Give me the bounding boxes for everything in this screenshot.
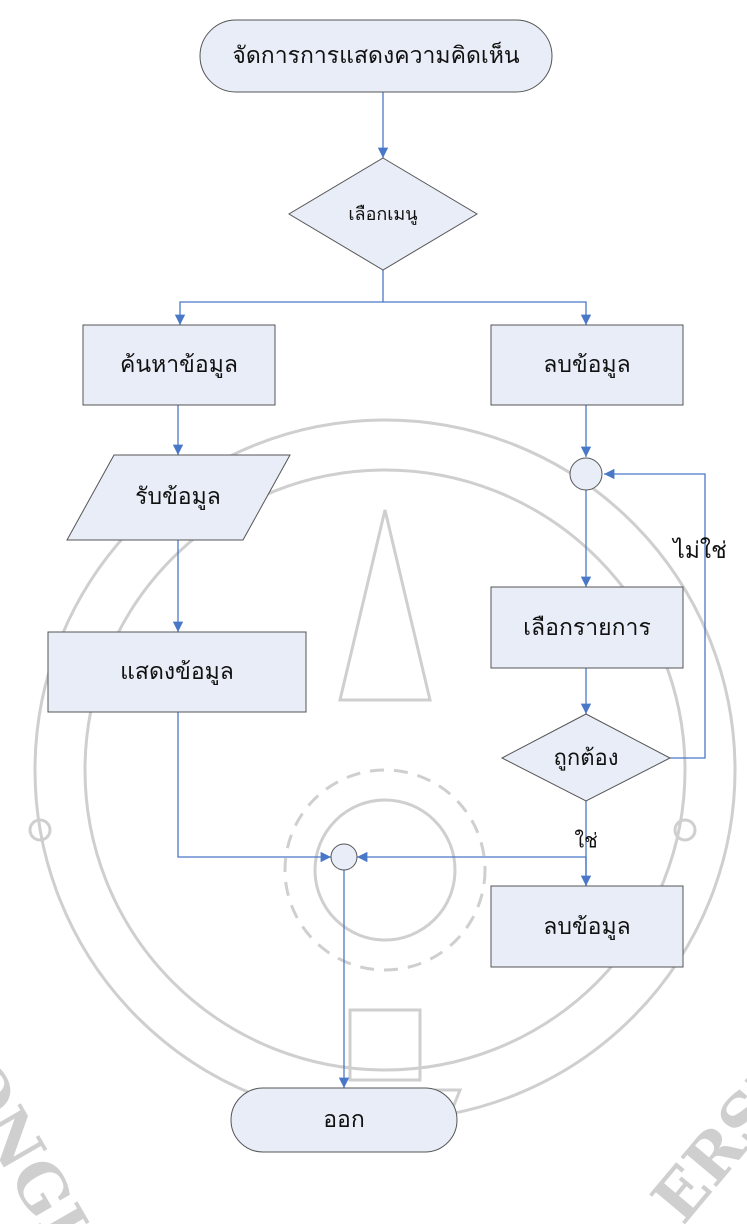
yes-branch-label: ใช่ bbox=[574, 829, 597, 853]
check-decision-label: ถูกต้อง bbox=[554, 746, 619, 771]
menu-decision: เลือกเมนู bbox=[288, 157, 478, 271]
watermark-text-left: SONGK bbox=[0, 1006, 116, 1224]
input-data: รับข้อมูล bbox=[66, 454, 291, 541]
loop-connector bbox=[569, 457, 603, 491]
watermark-text-right: ERSITY bbox=[638, 980, 747, 1224]
merge-connector bbox=[330, 843, 358, 871]
menu-decision-label: เลือกเมนู bbox=[348, 204, 417, 225]
display-label: แสดงข้อมูล bbox=[120, 659, 234, 685]
display-process: แสดงข้อมูล bbox=[47, 631, 307, 713]
start-label: จัดการการแสดงความคิดเห็น bbox=[232, 40, 520, 69]
flow-connectors bbox=[172, 92, 706, 1088]
select-item-label: เลือกรายการ bbox=[523, 615, 651, 641]
delete-process: ลบข้อมูล bbox=[490, 324, 684, 406]
input-label: รับข้อมูล bbox=[135, 484, 221, 510]
end-terminator: ออก bbox=[230, 1087, 458, 1153]
search-process: ค้นหาข้อมูล bbox=[82, 324, 276, 406]
delete-label: ลบข้อมูล bbox=[543, 352, 631, 378]
no-branch-label: ไม่ใช่ bbox=[671, 537, 727, 564]
delete-action-label: ลบข้อมูล bbox=[543, 914, 631, 940]
end-label: ออก bbox=[323, 1107, 365, 1133]
search-label: ค้นหาข้อมูล bbox=[120, 352, 238, 378]
select-item-process: เลือกรายการ bbox=[490, 586, 684, 669]
start-terminator: จัดการการแสดงความคิดเห็น bbox=[199, 19, 553, 93]
delete-action-process: ลบข้อมูล bbox=[490, 885, 684, 968]
check-decision: ถูกต้อง bbox=[500, 713, 672, 802]
